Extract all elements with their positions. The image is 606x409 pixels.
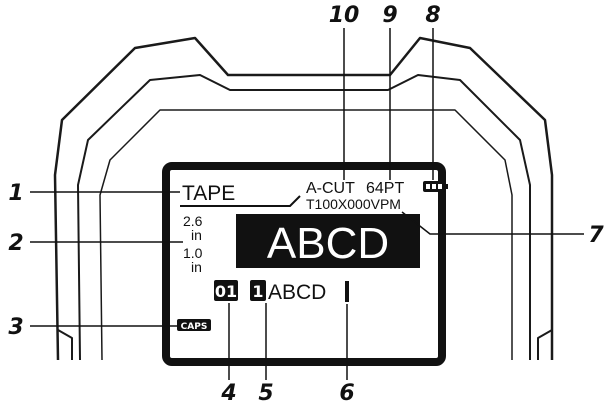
callout-2: 2 [8, 231, 23, 256]
input-text: ABCD [268, 281, 326, 304]
battery-icon [423, 181, 448, 192]
line-number-box [250, 280, 266, 301]
tape-label: TAPE [182, 182, 235, 205]
callout-9: 9 [382, 3, 397, 28]
housing-bezel-edge [99, 109, 513, 361]
preview-text: ABCD [267, 219, 389, 268]
housing-inner-edge [77, 74, 531, 361]
line-number: 1 [252, 282, 263, 301]
caps-indicator [177, 319, 211, 331]
battery-icon-cell-3 [438, 184, 442, 189]
caps-label: CAPS [181, 322, 208, 332]
battery-icon-cell-2 [432, 184, 436, 189]
leader-lines [30, 28, 584, 380]
cut-mode: A-CUT [306, 180, 355, 197]
tape-label-bracket [180, 195, 301, 207]
device-housing [53, 36, 554, 361]
lcd-content: TAPE 2.6 in 1.0 in A-CUT 64PT T100X000VP… [177, 180, 448, 332]
preview-box [236, 214, 420, 268]
length-value: 1.0 [183, 245, 203, 261]
length-unit: in [191, 259, 202, 275]
block-number-box [214, 280, 238, 301]
leader-line-7 [401, 211, 584, 235]
callout-3: 3 [8, 315, 23, 340]
callout-10: 10 [329, 3, 360, 28]
housing-right-notch [537, 329, 553, 360]
tape-width-unit: in [191, 227, 202, 243]
block-number: 01 [215, 282, 237, 301]
callout-5: 5 [258, 381, 273, 406]
callout-8: 8 [425, 3, 440, 28]
callout-7: 7 [588, 223, 604, 248]
battery-icon-cell-1 [426, 184, 430, 189]
callout-numbers: 1 2 3 4 5 6 7 8 9 10 [8, 3, 604, 406]
callout-6: 6 [339, 381, 354, 406]
font-size: 64PT [366, 180, 404, 197]
tape-width-value: 2.6 [183, 213, 203, 229]
text-cursor [345, 281, 349, 302]
callout-4: 4 [220, 381, 236, 406]
housing-left-notch [57, 329, 73, 360]
format-code: T100X000VPM [306, 196, 401, 212]
callout-1: 1 [8, 181, 23, 206]
battery-icon-cap [445, 184, 448, 189]
housing-outer-edge [53, 36, 554, 361]
